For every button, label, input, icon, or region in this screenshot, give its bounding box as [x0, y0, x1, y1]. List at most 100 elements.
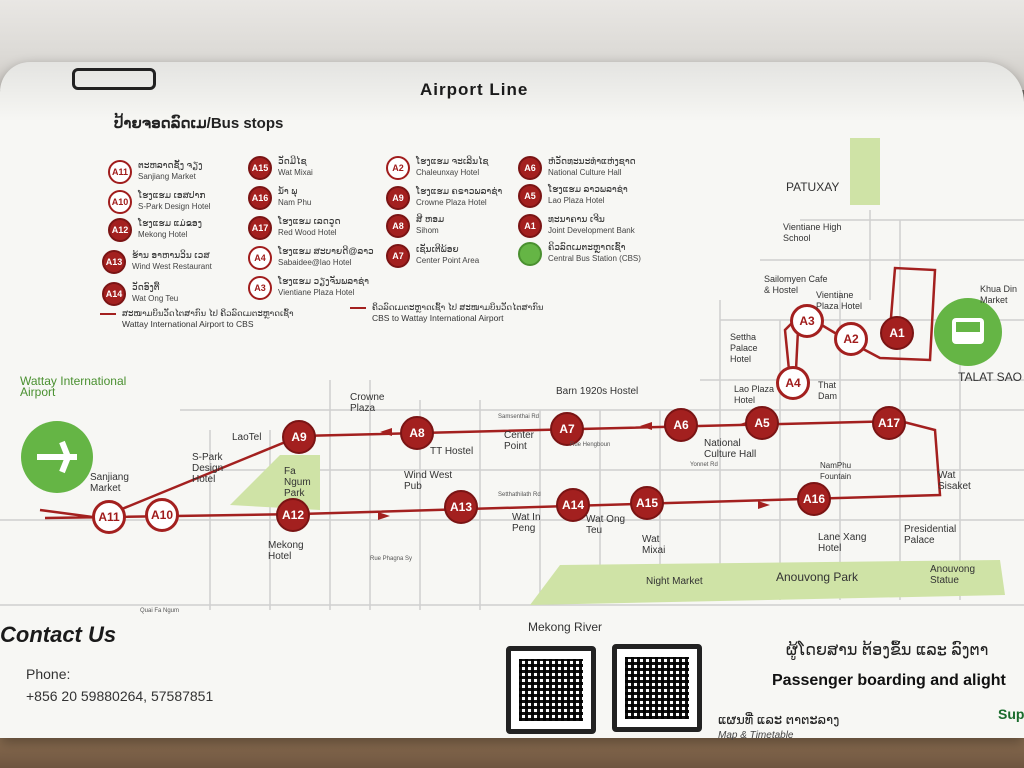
stop-a15[interactable]: A15: [630, 486, 664, 520]
legend-lao-name: ວັດມີໄຊ: [278, 156, 307, 166]
legend-en-name: National Culture Hall: [548, 168, 622, 177]
stop-a7[interactable]: A7: [550, 412, 584, 446]
legend-en-name: Sabaidee@lao Hotel: [278, 258, 352, 267]
place-presidential: Presidential Palace: [904, 524, 957, 546]
place-spark: S-Park Design Hotel: [192, 452, 224, 485]
legend-en-name: Red Wood Hotel: [278, 228, 337, 237]
legend-stop-badge: A4: [248, 246, 272, 270]
legend-en-name: Central Bus Station (CBS): [548, 254, 641, 263]
place-wat-sisaket: Wat Sisaket: [938, 470, 971, 492]
legend-stop-badge: A11: [108, 160, 132, 184]
legend-stop-badge: A6: [518, 156, 542, 180]
phone-number[interactable]: +856 20 59880264, 57587851: [26, 688, 214, 704]
legend-en-name: Wind West Restaurant: [132, 262, 212, 271]
legend-stop-badge: A14: [102, 282, 126, 306]
stop-a2[interactable]: A2: [834, 322, 868, 356]
legend-lao-name: ໂຮງແຮມ ແມ່ຂອງ: [138, 218, 202, 228]
route-note-cbs-to-airport: ຄິວລົດເມຕະຫຼາດເຊົ້າ ໄປ ສະໜາມບິນວັດໄຕສາກົ…: [350, 302, 544, 324]
stop-a3[interactable]: A3: [790, 304, 824, 338]
stop-a13[interactable]: A13: [444, 490, 478, 524]
legend-stop-badge: A5: [518, 184, 542, 208]
legend-item: A11 ຕະຫລາດຊັ້ງ ຈຽງ Sanjiang Market: [108, 160, 203, 184]
road-fangum: Quai Fa Ngum: [140, 608, 180, 614]
legend-stop-badge: [518, 242, 542, 266]
road-samsenthai: Samsenthai Rd: [498, 414, 540, 420]
stop-a4[interactable]: A4: [776, 366, 810, 400]
legend-item: A15 ວັດມີໄຊ Wat Mixai: [248, 156, 313, 180]
legend-en-name: Sanjiang Market: [138, 172, 196, 181]
phone-label: Phone:: [26, 666, 71, 682]
place-vientiane-school: Vientiane High School: [783, 222, 842, 243]
stop-a17[interactable]: A17: [872, 406, 906, 440]
bus-icon: [72, 68, 156, 90]
place-crowne: Crowne Plaza: [350, 392, 385, 414]
stop-a1[interactable]: A1: [880, 316, 914, 350]
legend-en-name: Vientiane Plaza Hotel: [278, 288, 355, 297]
legend-en-name: Sihom: [416, 226, 439, 235]
khua-din-label: Khua Din Market: [980, 284, 1018, 305]
place-lao-plaza: Lao Plaza Hotel: [734, 384, 775, 405]
place-wat-in-peng: Wat In Peng: [512, 512, 541, 534]
legend-en-name: S-Park Design Hotel: [138, 202, 211, 211]
legend-stop-badge: A2: [386, 156, 410, 180]
legend-stop-badge: A10: [108, 190, 132, 214]
legend-en-name: Wat Mixai: [278, 168, 313, 177]
legend-stop-badge: A13: [102, 250, 126, 274]
place-wind-west: Wind West Pub: [404, 470, 453, 492]
road-setthathilath: Setthathilath Rd: [498, 492, 541, 498]
legend-item: A4 ໂຮງແຮມ ສະບາຍດີ@ລາວ Sabaidee@lao Hotel: [248, 246, 374, 270]
stop-a10[interactable]: A10: [145, 498, 179, 532]
qr-code-2[interactable]: [612, 644, 702, 732]
road-yonnet: Yonnet Rd: [690, 462, 718, 468]
place-sailomyen: Sailomyen Cafe & Hostel: [764, 274, 828, 295]
place-anouvong-statue: Anouvong Statue: [930, 564, 976, 586]
legend-stop-badge: A12: [108, 218, 132, 242]
legend-lao-name: ສີ ຫອມ: [416, 214, 445, 224]
legend-item: A7 ເຊັນເຕີພ້ອຍ Center Point Area: [386, 244, 479, 268]
place-settha: Settha Palace Hotel: [730, 332, 758, 364]
legend-en-name: Mekong Hotel: [138, 230, 188, 239]
qr-code-1[interactable]: [506, 646, 596, 734]
talat-sao-label: TALAT SAO: [958, 370, 1023, 384]
legend-lao-name: ໂຮງແຮມ ວຽງຈັນພລາຊ່າ: [278, 276, 369, 286]
legend-lao-name: ຮ້ານ ອາຫານວິນ ເວສ: [132, 250, 210, 260]
stop-a8[interactable]: A8: [400, 416, 434, 450]
place-anouvong-park: Anouvong Park: [776, 570, 859, 584]
legend-stop-badge: A16: [248, 186, 272, 210]
legend-en-name: Center Point Area: [416, 256, 480, 265]
road-phagna: Rue Phagna Sy: [370, 556, 413, 562]
boarding-en: Passenger boarding and alight: [772, 672, 1006, 689]
legend-lao-name: ເຊັນເຕີພ້ອຍ: [416, 244, 459, 254]
legend-en-name: Crowne Plaza Hotel: [416, 198, 487, 207]
legend-lao-name: ໂຮງແຮມ ເອສປາກ: [138, 190, 206, 200]
legend-lao-name: ໂຮງແຮມ ສະບາຍດີ@ລາວ: [278, 246, 374, 256]
bus-stops-heading: ປ້າຍຈອດລົດເມ/Bus stops: [114, 115, 284, 132]
river-label: Mekong River: [528, 620, 603, 634]
place-sanjiang: Sanjiang Market: [90, 472, 129, 494]
legend-stop-badge: A7: [386, 244, 410, 268]
place-namphu: NamPhu Fountain: [820, 461, 852, 481]
stop-a9[interactable]: A9: [282, 420, 316, 454]
stop-a12[interactable]: A12: [276, 498, 310, 532]
stop-a11[interactable]: A11: [92, 500, 126, 534]
stop-a5[interactable]: A5: [745, 406, 779, 440]
airport-label: Wattay International Airport: [20, 374, 127, 399]
place-center-point: Center Point: [504, 430, 535, 452]
legend-lao-name: ຕະຫລາດຊັ້ງ ຈຽງ: [138, 160, 203, 170]
stop-a14[interactable]: A14: [556, 488, 590, 522]
legend-lao-name: ນ້ຳ ພຸ: [278, 186, 298, 196]
stop-a16[interactable]: A16: [797, 482, 831, 516]
stop-a6[interactable]: A6: [664, 408, 698, 442]
patuxay-label: PATUXAY: [786, 180, 840, 194]
place-fangum: Fa Ngum Park: [284, 466, 311, 499]
legend-stop-badge: A15: [248, 156, 272, 180]
legend-stop-badge: A9: [386, 186, 410, 210]
place-vientiane-plaza: Vientiane Plaza Hotel: [816, 290, 863, 311]
